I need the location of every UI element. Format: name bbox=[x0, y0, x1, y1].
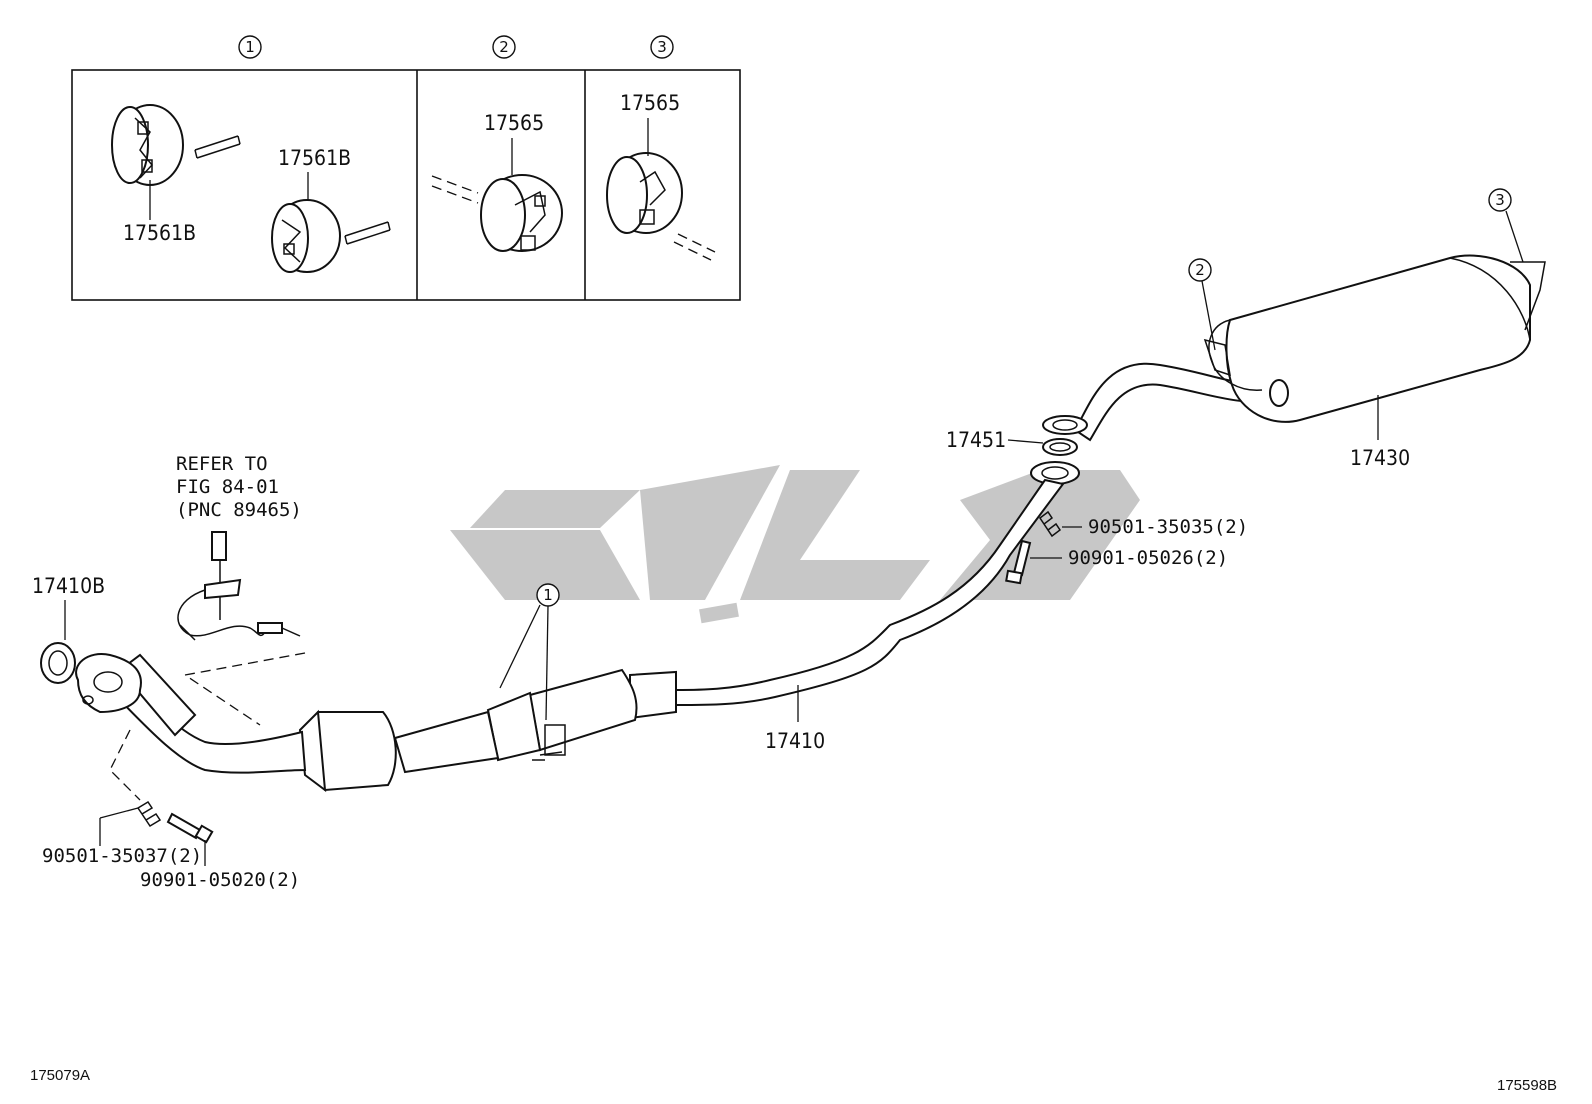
svg-text:2: 2 bbox=[499, 38, 509, 56]
callout-circle-1: 1 bbox=[499, 583, 560, 721]
oxygen-sensor bbox=[177, 531, 301, 641]
label-17430: 17430 bbox=[1350, 446, 1410, 470]
refer-note-line-2: FIG 84-01 bbox=[176, 476, 279, 498]
rubber-hanger-17565-a bbox=[431, 174, 563, 252]
refer-note-line-1: REFER TO bbox=[176, 453, 268, 475]
refer-note-line-3: (PNC 89465) bbox=[176, 499, 302, 521]
label-17565-a: 17565 bbox=[484, 111, 544, 135]
svg-text:1: 1 bbox=[543, 586, 553, 604]
front-exhaust-pipe bbox=[75, 461, 1080, 793]
inset-group-circle-1: 1 bbox=[238, 35, 262, 59]
callout-circle-2: 2 bbox=[1188, 258, 1216, 351]
label-90501-35035: 90501-35035(2) bbox=[1088, 516, 1248, 538]
bolt-90901-05026 bbox=[1005, 539, 1032, 585]
inset-group-circle-2: 2 bbox=[492, 35, 516, 59]
rubber-hanger-17561b-a bbox=[111, 104, 241, 186]
footer-right-code: 175598B bbox=[1497, 1077, 1557, 1094]
callout-circle-3: 3 bbox=[1488, 188, 1524, 263]
label-90901-05020: 90901-05020(2) bbox=[140, 869, 300, 891]
rubber-hanger-17561b-b bbox=[271, 199, 391, 273]
inset-group-circle-3: 3 bbox=[650, 35, 674, 59]
rubber-hanger-17565-b bbox=[606, 152, 716, 261]
gasket-17410b bbox=[40, 642, 76, 684]
hanger-inset: 1 2 3 17561B 17561 bbox=[71, 35, 741, 301]
bolt-90901-05020 bbox=[166, 812, 214, 844]
svg-text:2: 2 bbox=[1195, 261, 1205, 279]
label-17565-b: 17565 bbox=[620, 91, 680, 115]
spring-90501-35035 bbox=[1038, 510, 1062, 538]
label-90501-35037: 90501-35037(2) bbox=[42, 845, 202, 867]
svg-text:3: 3 bbox=[657, 38, 667, 56]
label-17410: 17410 bbox=[765, 729, 825, 753]
label-17561b-a: 17561B bbox=[123, 221, 196, 245]
label-90901-05026: 90901-05026(2) bbox=[1068, 547, 1228, 569]
label-17561b-b: 17561B bbox=[278, 146, 351, 170]
spring-90501-35037 bbox=[136, 800, 162, 828]
svg-text:1: 1 bbox=[245, 38, 255, 56]
watermark-logo bbox=[450, 465, 1140, 624]
tailpipe-muffler-assembly bbox=[1042, 254, 1546, 442]
label-17451: 17451 bbox=[946, 428, 1006, 452]
footer-left-code: 175079A bbox=[30, 1067, 90, 1084]
gasket-17451 bbox=[1042, 438, 1078, 456]
svg-text:3: 3 bbox=[1495, 191, 1505, 209]
label-17410b: 17410B bbox=[32, 574, 105, 598]
